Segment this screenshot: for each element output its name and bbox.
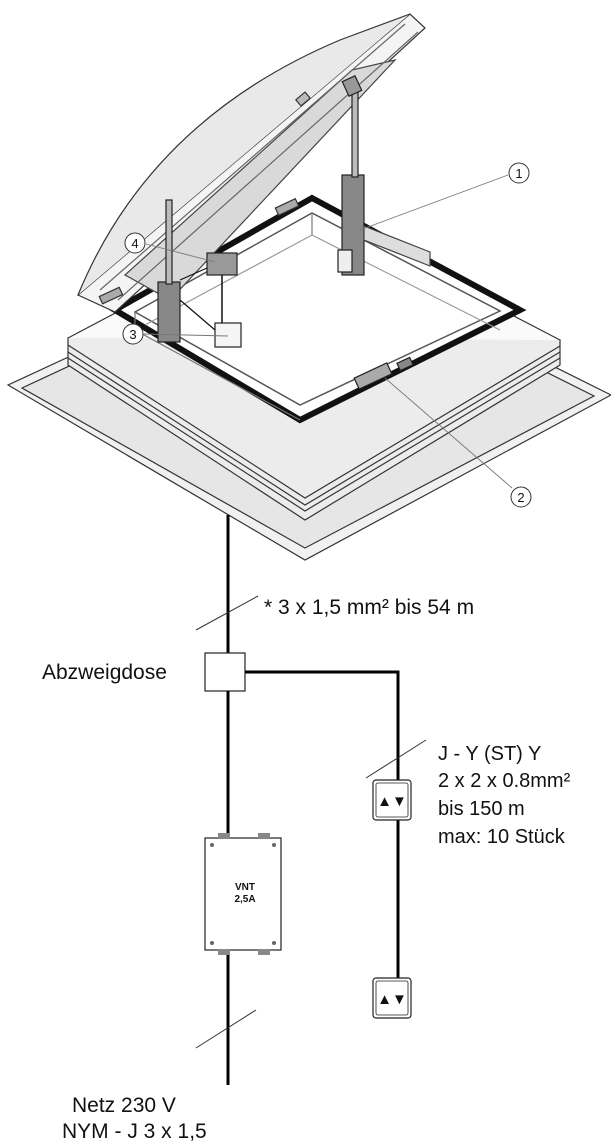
mains-spec: Netz 230 V NYM - J 3 x 1,5 bbox=[62, 1094, 207, 1142]
junction-box bbox=[204, 652, 246, 692]
motor-control-unit bbox=[206, 252, 238, 276]
junction-box-label: Abzweigdose bbox=[42, 661, 167, 684]
lid-glazing bbox=[123, 58, 397, 301]
callout-3: 3 bbox=[122, 323, 144, 345]
svg-text:Netz 230 V: Netz 230 V bbox=[72, 1094, 176, 1117]
svg-text:VNT: VNT bbox=[235, 882, 255, 893]
svg-text:2,5A: 2,5A bbox=[234, 894, 255, 905]
svg-text:3: 3 bbox=[129, 327, 136, 342]
svg-text:2 x 2 x 0.8mm²: 2 x 2 x 0.8mm² bbox=[438, 770, 571, 792]
dome-junction-box bbox=[214, 322, 242, 348]
roof-dome-illustration bbox=[6, 13, 611, 561]
vnt-power-unit: VNT 2,5A bbox=[204, 833, 282, 955]
callout-2: 2 bbox=[510, 486, 532, 508]
cable-control-branch bbox=[245, 670, 400, 1015]
control-cable-spec: J - Y (ST) Y 2 x 2 x 0.8mm² bis 150 m ma… bbox=[438, 743, 571, 848]
svg-text:NYM - J 3 x 1,5: NYM - J 3 x 1,5 bbox=[62, 1120, 207, 1142]
callout-4: 4 bbox=[124, 232, 146, 254]
callout-leaders bbox=[143, 174, 513, 489]
cable-spec-dome: * 3 x 1,5 mm² bis 54 m bbox=[264, 596, 474, 619]
svg-text:▲▼: ▲▼ bbox=[377, 793, 407, 810]
svg-text:max: 10 Stück: max: 10 Stück bbox=[438, 826, 566, 848]
svg-text:4: 4 bbox=[131, 236, 138, 251]
svg-text:1: 1 bbox=[515, 166, 522, 181]
svg-text:2: 2 bbox=[517, 490, 524, 505]
wall-switch-upper: ▲▼ bbox=[372, 779, 412, 821]
svg-text:J - Y (ST) Y: J - Y (ST) Y bbox=[438, 743, 541, 765]
actuator-left bbox=[157, 281, 181, 343]
wall-switch-lower: ▲▼ bbox=[372, 977, 412, 1019]
svg-text:bis 150 m: bis 150 m bbox=[438, 798, 525, 820]
svg-text:▲▼: ▲▼ bbox=[377, 991, 407, 1008]
callout-1: 1 bbox=[508, 162, 530, 184]
contact-switch bbox=[353, 362, 393, 390]
